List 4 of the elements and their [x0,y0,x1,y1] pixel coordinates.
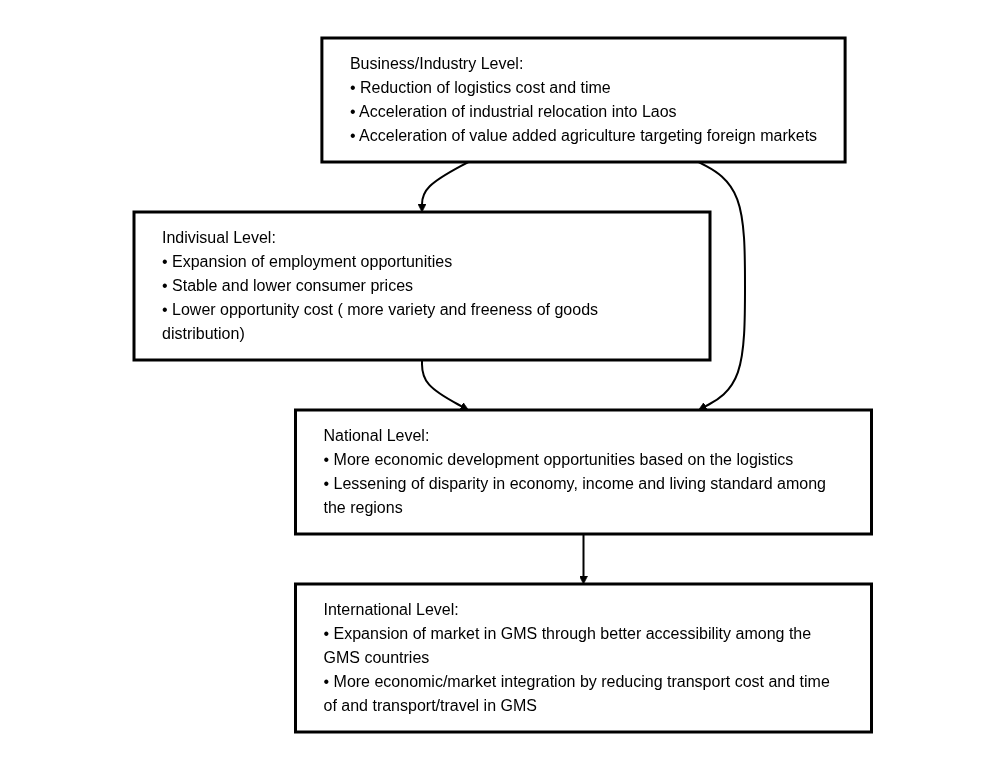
node-box: International Level: • Expansion of market in GMS through better accessibility among the GMS countries • More economic/market integration by reducing transport cost and time of and transport/travel in GMS [294,582,874,733]
node-box: National Level: • More economic development opportunities based on the logistics • Lessening of disparity in economy, income and living standard among the regions [294,408,874,535]
node-box: Business/Industry Level: • Reduction of logistics cost and time • Acceleration of industrial relocation into Laos • Acceleration of value added agriculture targeting foreign markets [320,36,847,163]
node-box: Indivisual Level: • Expansion of employment opportunities • Stable and lower consumer prices • Lower opportunity cost ( more variety and freeness of goods distribution) [132,210,712,361]
